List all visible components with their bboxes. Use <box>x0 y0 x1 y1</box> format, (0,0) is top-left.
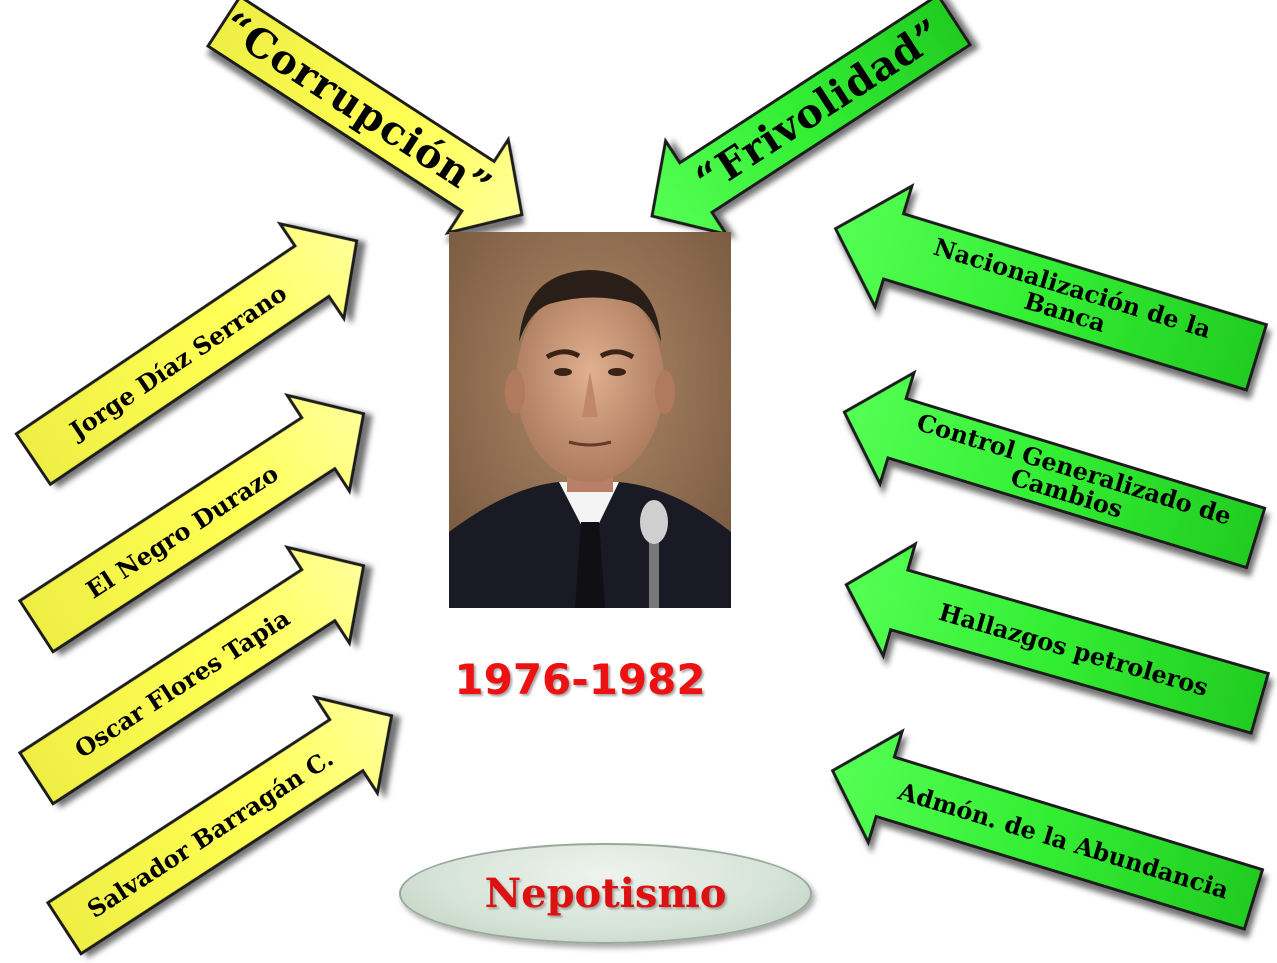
arrow-oscar-flores-tapia-shape <box>17 545 366 806</box>
arrow-admon-abundancia-shape <box>830 728 1265 931</box>
arrow-corrupcion-shape <box>206 0 524 236</box>
nepotismo-label: Nepotismo <box>484 870 727 917</box>
arrow-hallazgos-petroleros-shape <box>844 540 1271 735</box>
nepotismo-ellipse: Nepotismo <box>399 843 812 944</box>
arrow-jorge-diaz-serrano-shape <box>14 221 359 487</box>
arrow-salvador-barragan-shape <box>45 695 394 956</box>
arrow-frivolidad-shape <box>650 0 973 237</box>
arrow-el-negro-durazo-shape <box>17 393 366 654</box>
arrow-control-cambios-shape <box>842 369 1267 570</box>
president-portrait <box>449 232 731 608</box>
years-label: 1976-1982 <box>454 655 706 704</box>
arrow-nacionalizacion-banca-shape <box>833 182 1269 392</box>
